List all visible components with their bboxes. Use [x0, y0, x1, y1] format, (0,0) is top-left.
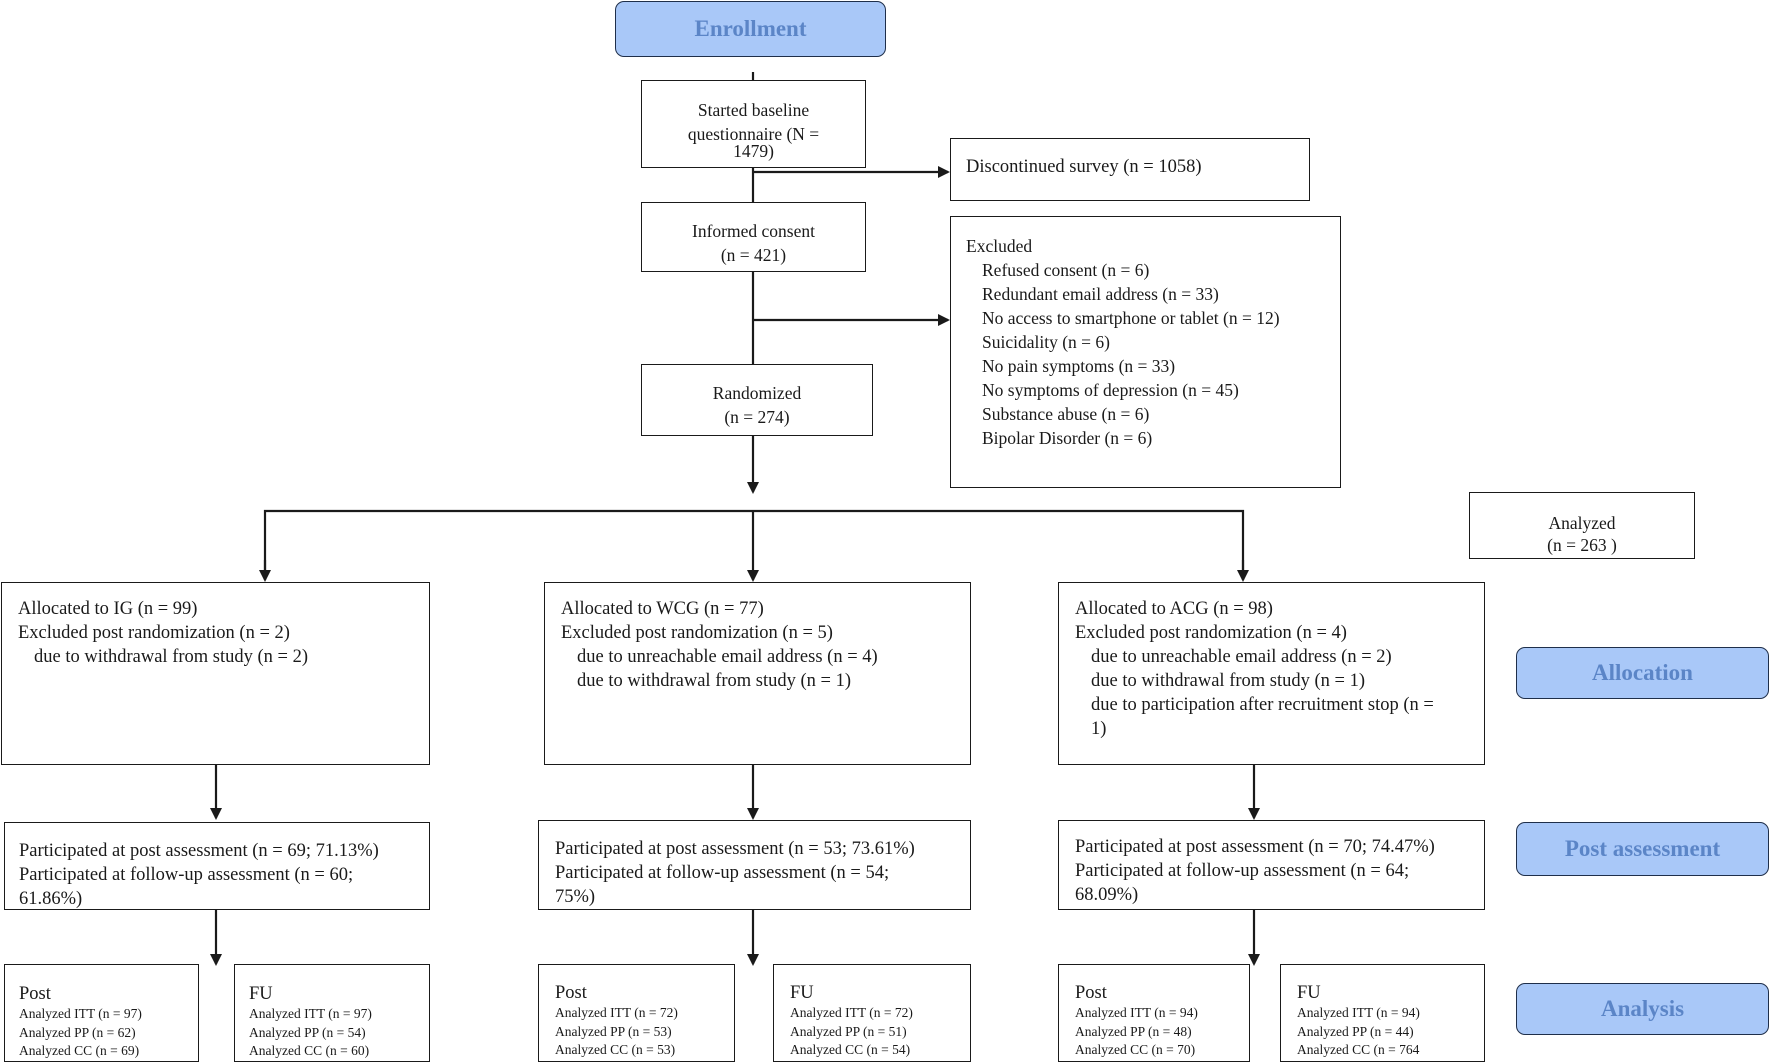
- analysis-itt: Analyzed ITT (n = 97): [249, 1006, 372, 1021]
- analysis-title: Post: [19, 984, 51, 1004]
- allocation-ig-line-1: Allocated to IG (n = 99): [18, 599, 198, 619]
- analysis-title: FU: [790, 983, 814, 1003]
- post-wcg-line-2: Participated at follow-up assessment (n …: [555, 863, 890, 883]
- randomized-line-2: (n = 274): [724, 407, 790, 427]
- informed-consent-box: Informed consent (n = 421): [641, 202, 866, 272]
- started-baseline-line-2: questionnaire (N =: [687, 124, 820, 144]
- excluded-item: Substance abuse (n = 6): [982, 404, 1150, 424]
- allocation-acg-line-3: due to unreachable email address (n = 2): [1091, 647, 1392, 667]
- analyzed-total-line-2: (n = 263 ): [1547, 535, 1617, 555]
- allocation-acg-line-4: due to withdrawal from study (n = 1): [1091, 671, 1366, 691]
- allocation-acg-box: Allocated to ACG (n = 98) Excluded post …: [1058, 582, 1485, 765]
- allocation-ig-box: Allocated to IG (n = 99) Excluded post r…: [1, 582, 430, 765]
- allocation-ig-line-3: due to withdrawal from study (n = 2): [34, 647, 309, 667]
- analysis-itt: Analyzed ITT (n = 94): [1075, 1005, 1198, 1020]
- analysis-cc: Analyzed CC (n = 764: [1297, 1042, 1420, 1057]
- excluded-item: No pain symptoms (n = 33): [982, 356, 1176, 376]
- stage-post-assessment: Post assessment: [1516, 822, 1769, 876]
- analysis-acg-post-box: Post Analyzed ITT (n = 94) Analyzed PP (…: [1058, 964, 1250, 1062]
- excluded-item: Redundant email address (n = 33): [982, 284, 1219, 304]
- stage-analysis-label: Analysis: [1600, 996, 1685, 1021]
- post-wcg-line-3: 75%): [555, 887, 596, 907]
- analysis-cc: Analyzed CC (n = 69): [19, 1043, 140, 1058]
- analysis-title: Post: [1075, 983, 1107, 1003]
- post-ig-box: Participated at post assessment (n = 69;…: [4, 822, 430, 910]
- allocation-acg-line-6: 1): [1091, 719, 1107, 739]
- allocation-wcg-box: Allocated to WCG (n = 77) Excluded post …: [544, 582, 971, 765]
- allocation-acg-line-2: Excluded post randomization (n = 4): [1075, 623, 1347, 643]
- analysis-pp: Analyzed PP (n = 62): [19, 1024, 136, 1040]
- allocation-wcg-line-2: Excluded post randomization (n = 5): [561, 623, 833, 643]
- excluded-title: Excluded: [966, 236, 1033, 256]
- post-wcg-line-1: Participated at post assessment (n = 53;…: [555, 839, 915, 859]
- stage-enrollment: Enrollment: [615, 1, 886, 57]
- allocation-wcg-line-3: due to unreachable email address (n = 4): [577, 647, 878, 667]
- stage-allocation: Allocation: [1516, 647, 1769, 699]
- analysis-title: FU: [249, 984, 273, 1004]
- randomized-box: Randomized (n = 274): [641, 364, 873, 436]
- analysis-ig-fu-box: FU Analyzed ITT (n = 97) Analyzed PP (n …: [234, 964, 430, 1062]
- branch-line: [263, 509, 1245, 578]
- discontinued-survey-box: Discontinued survey (n = 1058): [950, 138, 1310, 201]
- analysis-pp: Analyzed PP (n = 54): [249, 1024, 366, 1040]
- analysis-pp: Analyzed PP (n = 48): [1075, 1023, 1192, 1039]
- started-baseline-line-1: Started baseline: [697, 100, 810, 120]
- excluded-item: No access to smartphone or tablet (n = 1…: [982, 308, 1280, 328]
- analysis-itt: Analyzed ITT (n = 72): [555, 1005, 678, 1020]
- analysis-cc: Analyzed CC (n = 54): [790, 1042, 911, 1057]
- analysis-wcg-fu-box: FU Analyzed ITT (n = 72) Analyzed PP (n …: [773, 964, 971, 1062]
- post-acg-line-1: Participated at post assessment (n = 70;…: [1075, 837, 1435, 857]
- excluded-item: Bipolar Disorder (n = 6): [982, 428, 1153, 448]
- stage-enrollment-label: Enrollment: [694, 16, 807, 41]
- analysis-cc: Analyzed CC (n = 53): [555, 1042, 676, 1057]
- analysis-title: FU: [1297, 983, 1321, 1003]
- allocation-wcg-line-4: due to withdrawal from study (n = 1): [577, 671, 852, 691]
- allocation-acg-line-5: due to participation after recruitment s…: [1091, 695, 1434, 715]
- analysis-pp: Analyzed PP (n = 44): [1297, 1023, 1414, 1039]
- post-ig-line-2: Participated at follow-up assessment (n …: [19, 865, 354, 885]
- excluded-item: Refused consent (n = 6): [982, 260, 1150, 280]
- started-baseline-line-3: 1479): [733, 141, 774, 161]
- analyzed-total-box: Analyzed (n = 263 ): [1469, 492, 1695, 559]
- analysis-pp: Analyzed PP (n = 53): [555, 1023, 672, 1039]
- stage-allocation-label: Allocation: [1592, 660, 1693, 685]
- analysis-cc: Analyzed CC (n = 60): [249, 1043, 370, 1058]
- analysis-ig-post-box: Post Analyzed ITT (n = 97) Analyzed PP (…: [4, 964, 199, 1062]
- allocation-acg-line-1: Allocated to ACG (n = 98): [1075, 599, 1273, 619]
- analysis-itt: Analyzed ITT (n = 94): [1297, 1005, 1420, 1020]
- allocation-wcg-line-1: Allocated to WCG (n = 77): [561, 599, 764, 619]
- excluded-item: Suicidality (n = 6): [982, 332, 1110, 352]
- analysis-pp: Analyzed PP (n = 51): [790, 1023, 907, 1039]
- post-ig-line-1: Participated at post assessment (n = 69;…: [19, 841, 379, 861]
- analysis-itt: Analyzed ITT (n = 97): [19, 1006, 142, 1021]
- stage-post-assessment-label: Post assessment: [1564, 836, 1721, 861]
- post-acg-line-2: Participated at follow-up assessment (n …: [1075, 861, 1410, 881]
- randomized-line-1: Randomized: [712, 383, 802, 403]
- excluded-item: No symptoms of depression (n = 45): [982, 380, 1239, 400]
- excluded-box: Excluded Refused consent (n = 6) Redunda…: [950, 216, 1341, 488]
- post-wcg-box: Participated at post assessment (n = 53;…: [538, 820, 971, 910]
- allocation-ig-line-2: Excluded post randomization (n = 2): [18, 623, 290, 643]
- post-acg-line-3: 68.09%): [1075, 885, 1139, 905]
- post-ig-line-3: 61.86%): [19, 889, 83, 909]
- analysis-wcg-post-box: Post Analyzed ITT (n = 72) Analyzed PP (…: [538, 964, 735, 1062]
- analysis-itt: Analyzed ITT (n = 72): [790, 1005, 913, 1020]
- discontinued-survey-text: Discontinued survey (n = 1058): [966, 157, 1202, 177]
- post-acg-box: Participated at post assessment (n = 70;…: [1058, 820, 1485, 910]
- analysis-title: Post: [555, 983, 587, 1003]
- analyzed-total-line-1: Analyzed: [1548, 513, 1616, 533]
- informed-consent-line-1: Informed consent: [692, 221, 815, 241]
- analysis-cc: Analyzed CC (n = 70): [1075, 1042, 1196, 1057]
- informed-consent-line-2: (n = 421): [720, 245, 787, 265]
- analysis-acg-fu-box: FU Analyzed ITT (n = 94) Analyzed PP (n …: [1280, 964, 1485, 1062]
- started-baseline-box: Started baseline questionnaire (N = 1479…: [641, 80, 866, 168]
- stage-analysis: Analysis: [1516, 983, 1769, 1035]
